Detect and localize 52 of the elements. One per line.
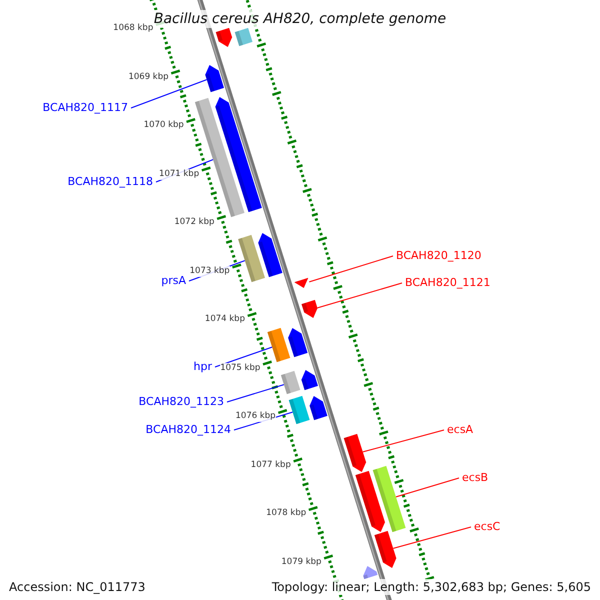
genome-info-text: Topology: linear; Length: 5,302,683 bp; Genes: 5,605 (270, 579, 592, 595)
gene-block (344, 434, 366, 472)
gene-block (280, 370, 300, 394)
gene-label: ecsA (447, 423, 474, 437)
gene-label: ecsC (474, 520, 500, 534)
gene-block (355, 470, 385, 532)
gene-block (372, 466, 406, 532)
tick-label: 1079 kbp (281, 556, 322, 568)
gene-label: BCAH820_1120 (396, 249, 482, 263)
gene-label: BCAH820_1121 (405, 276, 490, 290)
gene-block (301, 370, 318, 390)
gene-block (288, 328, 308, 358)
leader-line (130, 79, 208, 108)
gene-label: ecsB (462, 471, 488, 485)
gene-block (216, 28, 232, 47)
gene-label: BCAH820_1123 (138, 395, 224, 409)
tick-label: 1070 kbp (144, 120, 184, 132)
leader-line (308, 256, 394, 282)
gene-label: hpr (194, 360, 212, 374)
tick-label: 1078 kbp (266, 508, 306, 520)
gene-label: BCAH820_1118 (68, 175, 153, 189)
leader-line (362, 430, 444, 452)
leader-line (392, 526, 472, 549)
gene-label: BCAH820_1117 (42, 101, 128, 115)
tick-label: 1068 kbp (113, 23, 154, 34)
tick-label: 1071 kbp (159, 168, 200, 180)
gene-block (238, 234, 265, 282)
gene-block (205, 65, 224, 92)
tick-label: 1074 kbp (204, 314, 245, 326)
gene-block (310, 396, 328, 420)
leader-line (226, 384, 284, 402)
gene-block (302, 300, 318, 318)
gene-block (234, 28, 252, 46)
gene-block (258, 233, 282, 278)
tick-label: 1073 kbp (190, 266, 230, 277)
gene-block (363, 566, 378, 580)
tick-label: 1072 kbp (174, 217, 214, 228)
leader-line (395, 478, 460, 498)
gene-label: prsA (161, 274, 186, 288)
tick-label: 1076 kbp (236, 411, 276, 422)
leader-line (214, 346, 273, 368)
leader-line (316, 282, 402, 308)
gene-block (288, 396, 310, 424)
gene-block (294, 278, 308, 288)
tick-label: 1069 kbp (128, 72, 169, 83)
tick-label: 1077 kbp (250, 460, 291, 471)
accession-text: Accession: NC_011773 (8, 579, 146, 595)
tick-label: 1075 kbp (220, 362, 260, 374)
gene-block (374, 530, 396, 568)
gene-block (215, 97, 262, 212)
gene-label: BCAH820_1124 (146, 423, 231, 437)
gene-block (267, 328, 290, 362)
